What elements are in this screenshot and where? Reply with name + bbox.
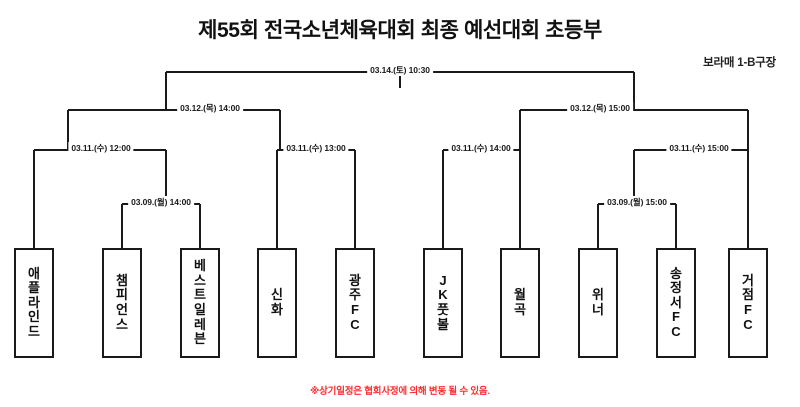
team-box-6[interactable]: JK풋볼 — [423, 248, 463, 358]
team-box-7[interactable]: 월곡 — [500, 248, 540, 358]
page-title: 제55회 전국소년체육대회 최종 예선대회 초등부 — [198, 19, 602, 42]
team-name-4: 신화 — [271, 287, 283, 317]
team-box-10[interactable]: 거점FC — [728, 248, 768, 358]
match-label-quarter-3: 03.11.(수) 14:00 — [448, 142, 514, 154]
team-name-6: JK풋볼 — [437, 272, 449, 332]
match-label-quarter-4: 03.11.(수) 15:00 — [666, 142, 732, 154]
team-box-1[interactable]: 애플라인드 — [14, 248, 54, 358]
team-name-3: 베스트일레븐 — [194, 258, 206, 347]
match-label-semi-right: 03.12.(목) 15:00 — [567, 102, 633, 114]
match-label-round1-left: 03.09.(월) 14:00 — [128, 196, 194, 208]
team-name-1: 애플라인드 — [28, 265, 40, 339]
footnote-disclaimer: ※상기일정은 협회사정에 의해 변동 될 수 있음. — [310, 386, 490, 397]
match-label-round1-right: 03.09.(월) 15:00 — [604, 196, 670, 208]
team-box-4[interactable]: 신화 — [257, 248, 297, 358]
team-name-8: 위너 — [592, 287, 604, 317]
team-name-10: 거점FC — [742, 272, 754, 332]
team-name-7: 월곡 — [514, 287, 526, 317]
team-box-5[interactable]: 광주FC — [335, 248, 375, 358]
match-label-quarter-1: 03.11.(수) 12:00 — [68, 142, 134, 154]
team-name-9: 송정서FC — [670, 265, 682, 339]
team-name-2: 챔피언스 — [116, 272, 128, 332]
venue-label: 보라매 1-B구장 — [703, 57, 776, 69]
team-name-5: 광주FC — [349, 272, 361, 332]
team-box-3[interactable]: 베스트일레븐 — [180, 248, 220, 358]
team-box-9[interactable]: 송정서FC — [656, 248, 696, 358]
team-box-2[interactable]: 챔피언스 — [102, 248, 142, 358]
match-label-quarter-2: 03.11.(수) 13:00 — [283, 142, 349, 154]
match-label-final: 03.14.(토) 10:30 — [367, 64, 433, 76]
team-box-8[interactable]: 위너 — [578, 248, 618, 358]
match-label-semi-left: 03.12.(목) 14:00 — [177, 102, 243, 114]
